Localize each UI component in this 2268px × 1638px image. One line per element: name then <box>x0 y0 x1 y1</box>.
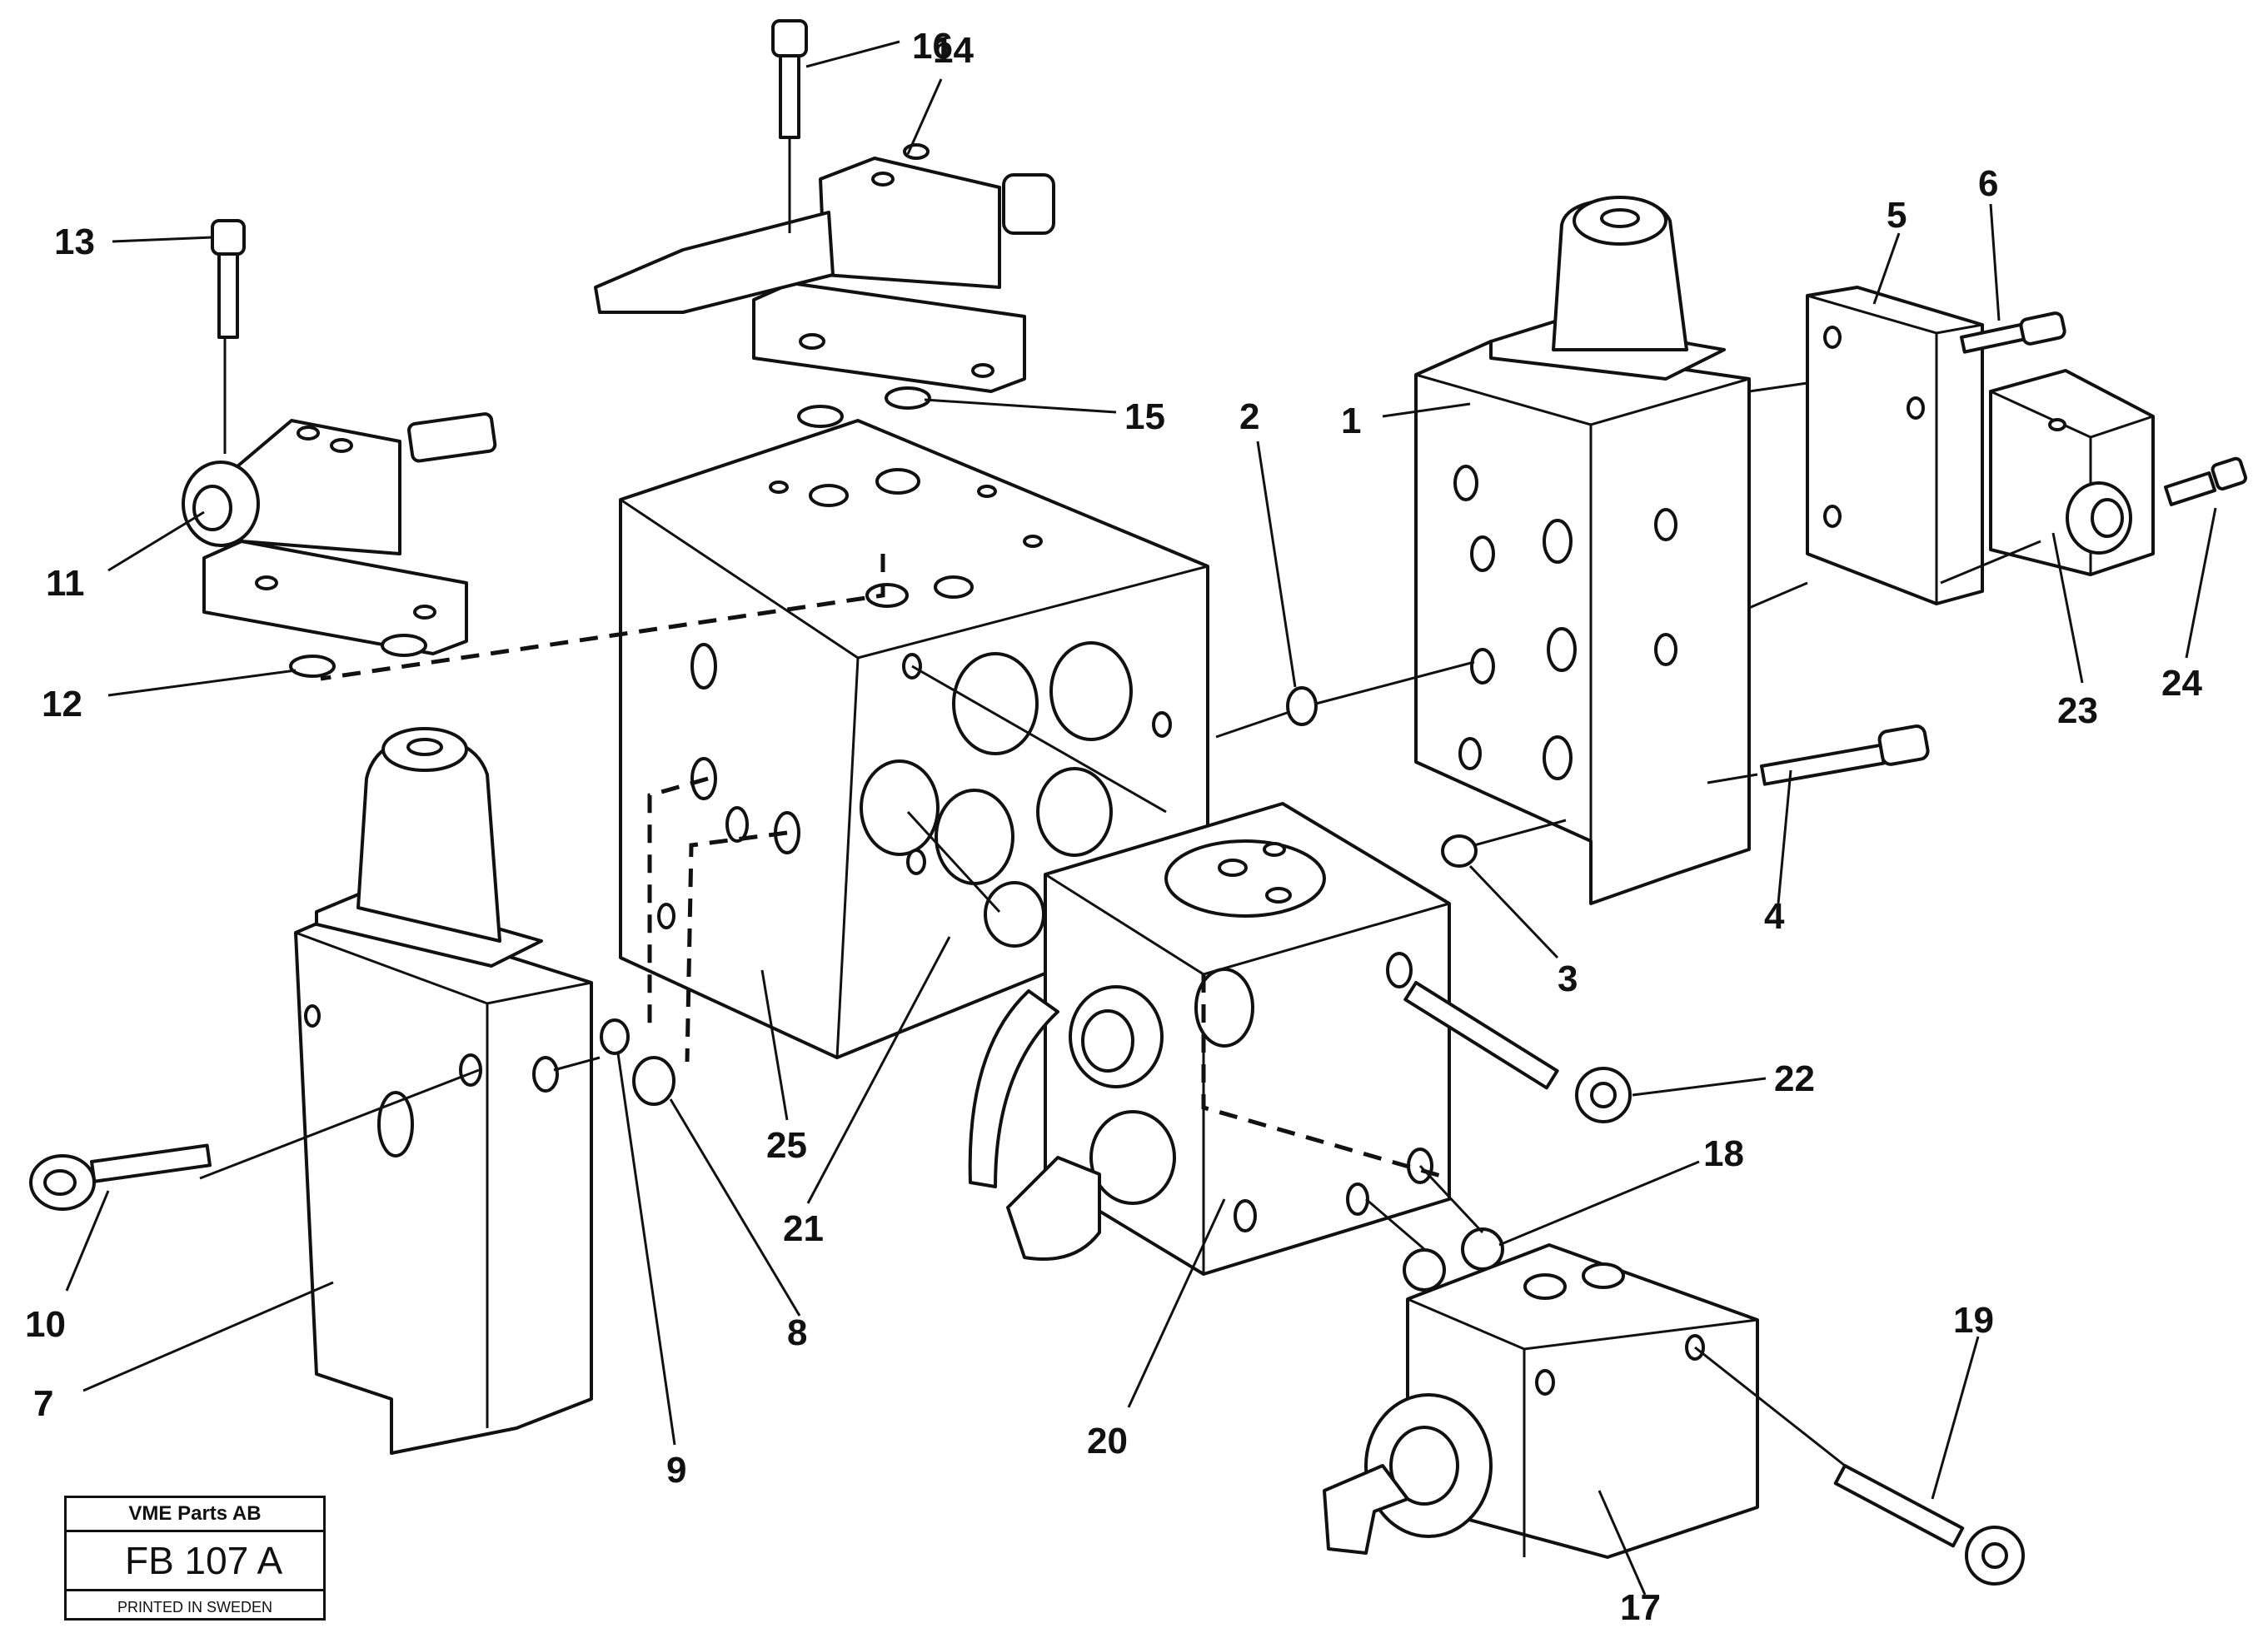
callout-11: 11 <box>46 563 85 604</box>
callout-3: 3 <box>1558 958 1578 999</box>
callout-17: 17 <box>1620 1587 1661 1628</box>
callout-5: 5 <box>1887 195 1907 236</box>
screw-19 <box>1833 1463 2025 1586</box>
screw-6 <box>1959 311 2066 354</box>
callout-10: 10 <box>25 1304 66 1345</box>
leader-lines <box>65 40 2217 1596</box>
valve-17 <box>1323 1243 1759 1559</box>
title-block: VME Parts AB FB 107 A PRINTED IN SWEDEN <box>64 1496 326 1621</box>
callout-24: 24 <box>2161 663 2202 704</box>
callout-20: 20 <box>1087 1421 1128 1461</box>
callout-9: 9 <box>666 1450 686 1491</box>
valve-section-20 <box>968 802 1451 1276</box>
screw-4 <box>1760 724 1930 786</box>
callout-8: 8 <box>787 1312 807 1353</box>
callout-14: 14 <box>933 30 974 71</box>
callout-13: 13 <box>54 222 95 262</box>
seal-2 <box>1286 686 1318 726</box>
callout-21: 21 <box>783 1208 824 1249</box>
screw-16 <box>771 19 808 139</box>
seal-9 <box>600 1018 630 1055</box>
callout-25: 25 <box>766 1125 807 1166</box>
callout-6: 6 <box>1978 163 1998 204</box>
callout-18: 18 <box>1703 1133 1744 1174</box>
callout-labels: 1 2 3 4 5 6 7 8 9 10 11 12 13 14 15 16 1… <box>25 26 2202 1628</box>
fitting-24 <box>2164 456 2247 506</box>
screw-22 <box>1403 981 1632 1123</box>
callout-22: 22 <box>1774 1058 1815 1099</box>
screw-10 <box>29 1143 212 1211</box>
seal-3 <box>1441 834 1478 868</box>
callout-12: 12 <box>42 684 82 724</box>
callout-1: 1 <box>1341 401 1361 441</box>
callout-16: 16 <box>912 26 953 67</box>
assembly-lines <box>199 137 2041 1467</box>
callout-7: 7 <box>33 1383 53 1424</box>
valve-7 <box>294 727 593 1455</box>
valve-11 <box>182 412 497 655</box>
title-block-company: VME Parts AB <box>67 1498 323 1532</box>
seals-18 <box>1403 1227 1504 1292</box>
callout-19: 19 <box>1953 1300 1994 1341</box>
valve-1 <box>1414 196 1751 905</box>
title-block-code: FB 107 A <box>67 1532 323 1591</box>
seal-8 <box>632 1056 675 1106</box>
screw-13 <box>211 219 246 339</box>
callout-2: 2 <box>1239 396 1259 437</box>
block-23 <box>1989 369 2155 576</box>
callout-23: 23 <box>2057 690 2098 731</box>
plate-5 <box>1806 286 1984 605</box>
valve-14 <box>594 143 1055 393</box>
seal-21 <box>984 881 1045 948</box>
seals-15 <box>797 386 931 428</box>
callout-4: 4 <box>1764 896 1785 937</box>
seals-12 <box>289 634 427 678</box>
title-block-printed: PRINTED IN SWEDEN <box>117 1599 272 1616</box>
callout-15: 15 <box>1124 396 1165 437</box>
